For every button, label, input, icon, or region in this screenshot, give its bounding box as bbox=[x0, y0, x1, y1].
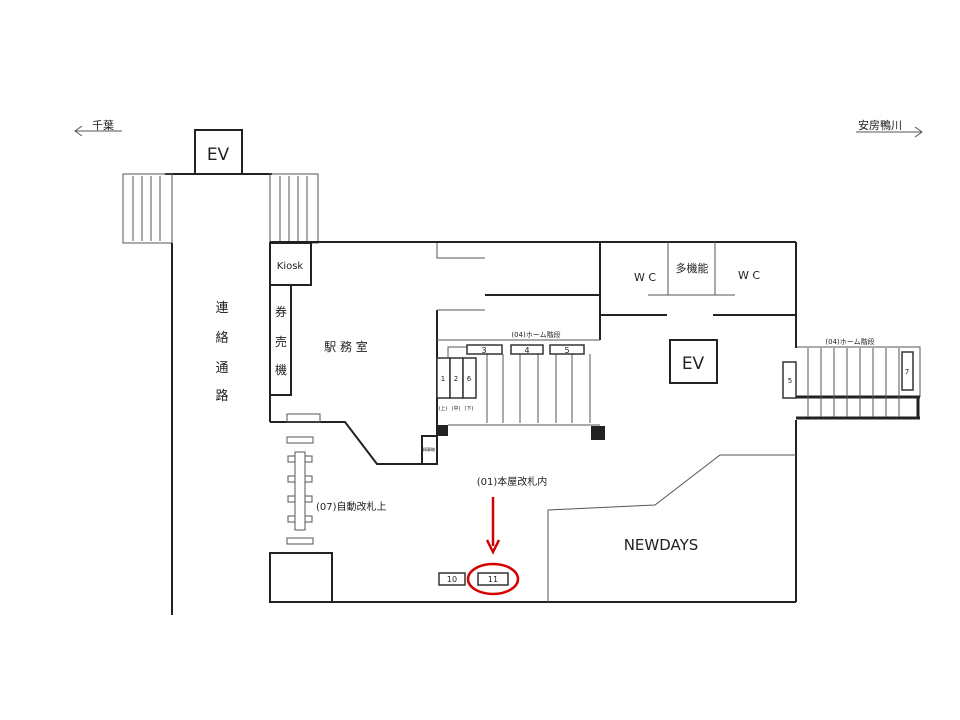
plan-line bbox=[74, 125, 83, 137]
plan-line bbox=[914, 126, 923, 138]
plan-label: 7 bbox=[905, 368, 909, 376]
plan-label: 2 bbox=[454, 375, 458, 383]
plan-line bbox=[436, 243, 485, 259]
plan-line bbox=[287, 475, 296, 483]
plan-line bbox=[437, 425, 448, 436]
spot-11 bbox=[477, 572, 509, 586]
ticket-machine bbox=[269, 284, 292, 396]
plan-line bbox=[269, 173, 319, 244]
automatic-ticket-gates: (07)自動改札上 bbox=[286, 436, 387, 545]
plan-line bbox=[286, 413, 321, 423]
fare-adjust-label: 精算機 bbox=[423, 446, 435, 452]
plan-line bbox=[547, 454, 796, 602]
stairs-right: (04)ホーム階段 5 7 bbox=[782, 337, 921, 420]
spot-3 bbox=[466, 344, 503, 355]
spot-10 bbox=[438, 572, 466, 586]
gate-label: (07)自動改札上 bbox=[316, 500, 387, 513]
plan-label: 6 bbox=[467, 375, 472, 383]
plan-line bbox=[287, 495, 296, 503]
inside-gate-label: (01)本屋改札内 bbox=[477, 475, 548, 488]
plan-line bbox=[797, 346, 921, 397]
elevator-top-label: EV bbox=[207, 145, 230, 165]
corridor-label: 連 絡 通 路 bbox=[215, 301, 228, 404]
plan-label: 券 bbox=[275, 304, 287, 319]
plan-line bbox=[304, 475, 313, 483]
plan-line bbox=[447, 346, 467, 357]
plan-line bbox=[591, 426, 605, 440]
wc-right-label: W C bbox=[738, 269, 760, 282]
station-office-label: 駅 務 室 bbox=[324, 339, 368, 354]
plan-line bbox=[286, 537, 314, 545]
plan-line bbox=[270, 310, 438, 465]
plan-label: 4 bbox=[524, 346, 529, 355]
spot-5-right bbox=[782, 361, 797, 399]
wc-left-label: W C bbox=[634, 271, 656, 284]
stairs-center-label: (04)ホーム階段 bbox=[511, 330, 560, 339]
plan-label: 3 bbox=[481, 346, 486, 355]
plan-label: 路 bbox=[215, 388, 228, 404]
plan-line bbox=[287, 455, 296, 463]
stairs-right-label: (04)ホーム階段 bbox=[825, 337, 874, 346]
plan-label: 連 bbox=[215, 301, 228, 316]
plan-line bbox=[294, 451, 306, 531]
fare-adjustment-machine bbox=[421, 435, 438, 465]
newdays-label: NEWDAYS bbox=[624, 536, 699, 554]
highlight-circle bbox=[466, 562, 520, 596]
plan-label: 通 bbox=[215, 361, 228, 376]
plan-label: 5 bbox=[788, 377, 792, 385]
direction-label-chiba: 千葉 bbox=[92, 118, 114, 132]
ticket-machine-label: 券 売 機 bbox=[275, 304, 287, 377]
kiosk-label: Kiosk bbox=[277, 261, 304, 272]
stairs-center: (04)ホーム階段 3 4 5 1 2 6 (上) (中) (下) bbox=[436, 330, 605, 440]
plan-label: (上) bbox=[439, 405, 448, 412]
plan-label: 売 bbox=[275, 334, 287, 349]
elevator-center bbox=[669, 339, 718, 384]
plan-label: 10 bbox=[447, 575, 457, 584]
plan-label: (下) bbox=[465, 406, 474, 412]
plan-label: 絡 bbox=[215, 330, 228, 346]
spot-5 bbox=[549, 344, 585, 355]
plan-line bbox=[304, 495, 313, 503]
plan-label: 機 bbox=[275, 362, 287, 377]
stairs-top-right bbox=[269, 173, 319, 244]
plan-label: 1 bbox=[441, 375, 445, 383]
bottom-left-room bbox=[269, 552, 333, 603]
plan-line bbox=[287, 515, 296, 523]
plan-line bbox=[304, 515, 313, 523]
direction-awakamogawa: 安房鴨川 bbox=[856, 118, 923, 138]
plan-label: 11 bbox=[488, 575, 498, 584]
spot-4 bbox=[510, 344, 544, 355]
plan-label: (中) bbox=[452, 405, 461, 412]
plan-line bbox=[304, 455, 313, 463]
spot-6 bbox=[462, 357, 477, 399]
direction-label-awakamogawa: 安房鴨川 bbox=[858, 118, 902, 132]
stairs-top-left bbox=[122, 173, 173, 244]
plan-line bbox=[485, 539, 501, 555]
toilets: W C 多機能 W C bbox=[599, 242, 796, 340]
plan-line bbox=[286, 436, 314, 444]
elevator-center-label: EV bbox=[682, 354, 705, 374]
direction-chiba: 千葉 bbox=[74, 118, 122, 137]
spot-7 bbox=[901, 351, 914, 391]
multipurpose-toilet-label: 多機能 bbox=[676, 261, 709, 275]
plan-label: 5 bbox=[564, 346, 569, 355]
plan-line bbox=[122, 173, 173, 244]
highlight-arrow bbox=[485, 497, 501, 555]
